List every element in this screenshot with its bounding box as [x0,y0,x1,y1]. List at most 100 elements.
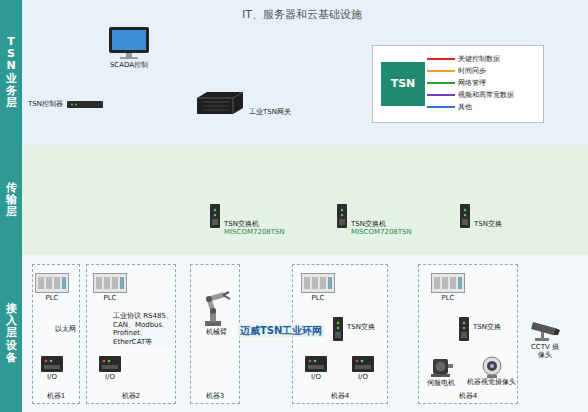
io-icon [352,356,374,372]
legend-row: 关键控制数据 [427,55,500,63]
layer-strip: TSN业务层 [0,0,22,145]
device-label: I/O [105,373,115,381]
device-text: TSN交换 [473,323,501,331]
legend-title: TSN [391,77,416,90]
legend-swatch [427,70,455,72]
device-label: TSN交换 [474,220,502,228]
device-label: 工业TSN网关 [249,108,291,116]
ctrl-icon [67,100,103,109]
device-label: TSN控制器 [28,100,63,108]
link-label: 工业协议 RS485、CAN、Modbus、Profinet、EtherCAT等 [113,312,174,346]
device-label: TSN交换 [473,323,501,331]
device-text: TSN交换机MISCOM7208TSN [224,220,285,237]
device-label: I/O [311,373,321,381]
device: TSN交换 [333,317,375,341]
motor-icon [428,356,454,378]
sw-icon [460,204,470,228]
device-label: 机械臂 [206,328,227,336]
device-text: TSN交换 [347,323,375,331]
device-text: TSN控制器 [28,100,63,108]
legend-swatch [427,106,455,108]
machine-group: 机器1 PLC I/O [32,264,80,404]
machine-group: 机器3 机械臂 [190,264,240,404]
group-label: 机器4 [293,392,387,400]
device: 机械臂 [199,291,233,336]
group-label: 机器2 [87,392,175,400]
legend-row: 时间同步 [427,67,486,75]
model-number: MISCOM7208TSN [224,228,285,236]
device-label: 机器视觉摄像头 [467,379,516,387]
device-text: TSN交换机MISCOM7208TSN [351,220,412,237]
model-number: MISCOM7208TSN [351,228,412,236]
device: CCTV 摄像头 [528,318,562,360]
device-text: I/O [47,373,57,381]
layer-title: IT、服务器和云基础设施 [240,8,364,21]
device: I/O [99,356,121,381]
device: I/O [305,356,327,381]
sw-icon [210,204,220,228]
device: TSN控制器 [28,100,103,109]
device: I/O [352,356,374,381]
legend-row: 网络管理 [427,79,486,87]
legend-swatch [427,58,455,60]
device: 伺服电机 [427,356,455,387]
device: TSN交换 [460,204,502,228]
device-label: PLC [311,294,324,302]
device-text: 机器视觉摄像头 [467,379,516,387]
device: I/O [41,356,63,381]
group-label: 机器4 [419,392,517,400]
io-icon [305,356,327,372]
device-text: 伺服电机 [427,379,455,387]
legend-swatch [427,82,455,84]
device-text: 机械臂 [206,328,227,336]
layer-title: 迈威TSN工业环网 [238,325,324,337]
device-text: PLC [311,294,324,302]
device-label: I/O [358,373,368,381]
device: TSN交换 [459,317,501,341]
layer-strip: 接入层设备 [0,255,22,412]
group-label: 机器1 [33,392,79,400]
device-text: TSN交换 [474,220,502,228]
arm-icon [199,291,233,327]
sw-icon [337,204,347,228]
plc-icon [93,273,127,293]
device: PLC [301,273,335,302]
layer-label: TSN业务层 [6,36,17,109]
legend-label: 视频和高带宽数据 [458,91,514,99]
gw-icon [195,90,245,116]
sw-icon [459,317,469,341]
device-label: PLC [103,294,116,302]
device-text: PLC [441,294,454,302]
device: 机器视觉摄像头 [467,356,516,387]
legend-swatch [427,94,455,96]
link-label: 以太网 [55,325,78,333]
legend-label: 关键控制数据 [458,55,500,63]
layer-label: 传输层 [6,182,17,218]
layer-strip: 传输层 [0,145,22,255]
legend-label: 网络管理 [458,79,486,87]
device-text: PLC [103,294,116,302]
device-label: CCTV 摄像头 [528,343,562,360]
plc-icon [431,273,465,293]
cctv-icon [529,318,561,342]
layer-band: 传输层迈威TSN工业环网TSN交换机MISCOM7208TSNTSN交换机MIS… [0,145,588,255]
layer-label: 接入层设备 [6,303,17,363]
camera-icon [479,356,505,378]
legend-tsn-box: TSN [381,62,425,106]
device-label: 伺服电机 [427,379,455,387]
device: TSN交换机MISCOM7208TSN [210,204,285,237]
device: TSN交换机MISCOM7208TSN [337,204,412,237]
device-label: TSN交换机 [351,220,412,228]
device: 工业TSN网关 [195,90,291,116]
plc-icon [301,273,335,293]
device-label: TSN交换 [347,323,375,331]
device-text: PLC [45,294,58,302]
device-label: PLC [45,294,58,302]
device-label: I/O [47,373,57,381]
device: PLC [93,273,127,302]
device-label: PLC [441,294,454,302]
legend-label: 时间同步 [458,67,486,75]
group-label: 机器3 [191,392,239,400]
io-icon [99,356,121,372]
machine-group: 机器4 PLC TSN交换伺服电机 机器视觉摄像头 [418,264,518,404]
